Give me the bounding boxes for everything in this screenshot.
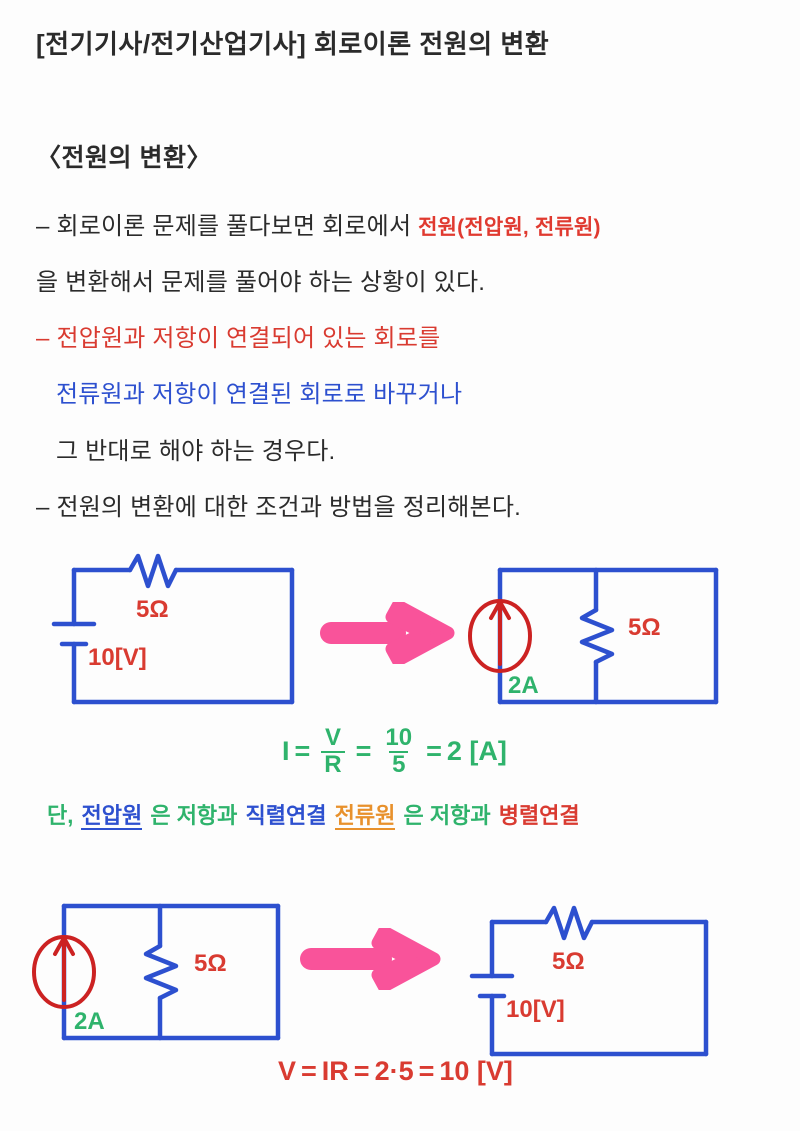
bullet-dash-1: – [36, 213, 50, 240]
circuit-bottom-right: 5Ω 10[V] [469, 904, 728, 1069]
circuit-bottom-left: 2A 5Ω [32, 888, 300, 1053]
formula-current-eq2: = [355, 736, 372, 767]
condition-series-term: 직렬연결 [245, 803, 327, 828]
body-line-6-text: 전원의 변환에 대한 조건과 방법을 정리해본다. [56, 494, 521, 521]
resistor-label-bottom-right: 5Ω [552, 948, 585, 975]
condition-line: 단, 전압원 은 저항과 직렬연결 전류원 은 저항과 병렬연결 [46, 798, 581, 830]
page-title: [전기기사/전기산업기사] 회로이론 전원의 변환 [36, 29, 550, 59]
formula-current-denominator: 5 [389, 750, 409, 778]
arrow-head-top [385, 599, 455, 667]
body-line-3-text: 전압원과 저항이 연결되어 있는 회로를 [56, 325, 441, 352]
current-source-symbol [32, 935, 96, 1009]
formula-current-numerator: 10 [385, 724, 413, 751]
body-line-1-text: 회로이론 문제를 풀다보면 회로에서 [56, 213, 412, 240]
arrow-shaft-top [320, 622, 406, 644]
formula-voltage-lhs: V [278, 1056, 297, 1086]
current-source-label-bottom-left: 2A [74, 1008, 105, 1035]
resistor-label-top-right: 5Ω [628, 614, 661, 641]
formula-current-result: 2 [A] [446, 736, 507, 767]
resistor-zigzag [127, 553, 179, 589]
bullet-dash-3: – [36, 494, 50, 521]
condition-part-3: 은 저항과 [150, 803, 238, 828]
condition-current-source-term: 전류원 [334, 803, 396, 830]
formula-current-v: V [324, 724, 341, 751]
circuit-top-right: 2A 5Ω [468, 552, 738, 717]
body-line-2: 을 변환해서 문제를 풀어야 하는 상황이 있다. [36, 269, 486, 296]
formula-current-lhs: I [282, 736, 290, 767]
formula-voltage-eq2: = [353, 1056, 370, 1086]
formula-current-fraction-numeric: 10 5 [382, 724, 415, 778]
arrow-shaft-bottom [300, 948, 392, 970]
body-line-6: – 전원의 변환에 대한 조건과 방법을 정리해본다. [36, 487, 521, 522]
transform-arrow-top [320, 599, 460, 669]
condition-parallel-term: 병렬연결 [498, 803, 580, 828]
body-line-5: 그 반대로 해야 하는 경우다. [56, 438, 336, 465]
circuit-top-left: 5Ω 10[V] [51, 552, 310, 717]
arrow-head-bottom [371, 925, 441, 993]
formula-voltage-result: 10 [V] [439, 1056, 513, 1086]
voltage-source-label-bottom-right: 10[V] [506, 996, 565, 1023]
formula-current-eq1: = [294, 736, 311, 767]
voltage-source-label-top-left: 10[V] [88, 644, 147, 671]
formula-voltage-rhs2: 2·5 [374, 1056, 414, 1086]
resistor-label-top-left: 5Ω [136, 596, 169, 623]
body-line-1: – 회로이론 문제를 풀다보면 회로에서 전원(전압원, 전류원) [36, 206, 601, 241]
section-heading: 〈전원의 변환〉 [36, 144, 212, 172]
condition-voltage-source-term: 전압원 [81, 803, 143, 830]
body-line-3: – 전압원과 저항이 연결되어 있는 회로를 [36, 318, 440, 353]
condition-part-1: 단, [47, 803, 74, 828]
resistor-label-bottom-left: 5Ω [194, 950, 227, 977]
body-line-1-emphasis: 전원(전압원, 전류원) [418, 216, 601, 239]
condition-part-6: 은 저항과 [403, 803, 491, 828]
formula-current-fraction-vr: V R [321, 724, 345, 778]
current-source-symbol [468, 599, 532, 673]
resistor-zigzag [143, 943, 179, 1001]
resistor-zigzag [579, 607, 615, 665]
formula-current-r: R [321, 750, 345, 778]
formula-current: I = V R = 10 5 = 2 [A] [282, 724, 507, 778]
resistor-zigzag [543, 905, 595, 941]
formula-voltage: V = IR = 2·5 = 10 [V] [278, 1056, 513, 1087]
transform-arrow-bottom [300, 925, 450, 995]
bullet-dash-2: – [36, 325, 50, 352]
formula-voltage-eq3: = [418, 1056, 435, 1086]
formula-voltage-eq1: = [301, 1056, 317, 1086]
formula-voltage-rhs1: IR [321, 1056, 349, 1086]
source-arrow-head [53, 936, 75, 956]
current-source-label-top-right: 2A [508, 672, 539, 699]
formula-current-eq3: = [426, 736, 442, 767]
source-arrow-head [489, 600, 511, 620]
body-line-4: 전류원과 저항이 연결된 회로로 바꾸거나 [56, 381, 463, 408]
